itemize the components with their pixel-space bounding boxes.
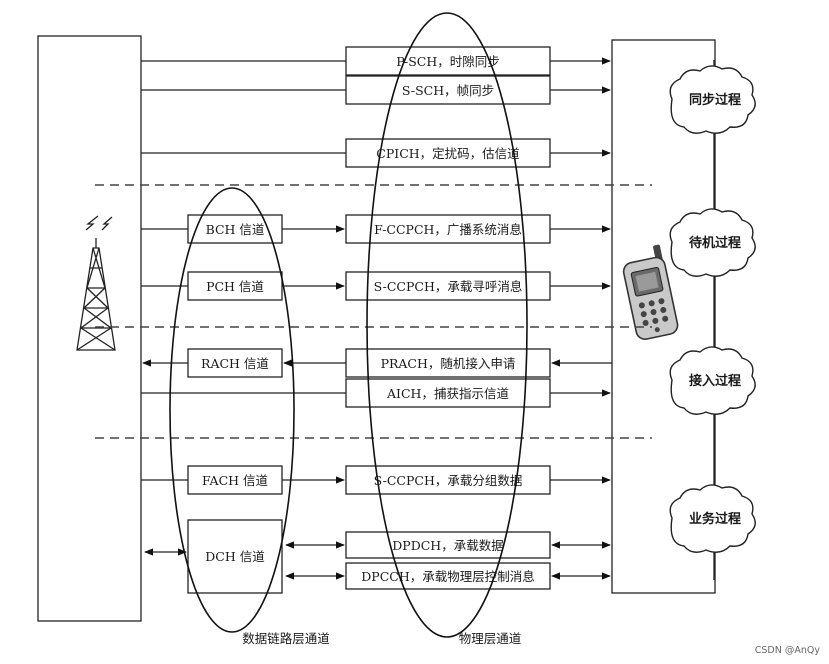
transport-channel-label: BCH 信道 — [206, 222, 265, 237]
physical-channel-label: S-CCPCH，承载分组数据 — [374, 473, 523, 488]
transport-channel-label: FACH 信道 — [202, 473, 269, 488]
transport-channel-bch: BCH 信道 — [187, 214, 283, 244]
process-label: 业务过程 — [689, 511, 741, 527]
datalink-layer-ellipse — [169, 187, 295, 633]
physical-channel-label: CPICH，定扰码，估信道 — [376, 146, 520, 161]
process-label: 接入过程 — [689, 373, 741, 389]
physical-channel-label: P-SCH，时隙同步 — [396, 54, 499, 69]
process-cloud-idle: 待机过程 — [669, 208, 756, 277]
transport-channel-pch: PCH 信道 — [187, 271, 283, 301]
physical-channel-label: S-SCH，帧同步 — [402, 83, 494, 98]
physical-channel-label: AICH，捕获指示信道 — [386, 386, 509, 401]
transport-channel-dch: DCH 信道 — [187, 519, 283, 594]
physical-channel-label: DPCCH，承载物理层控制消息 — [361, 569, 534, 584]
physical-channel-prach: PRACH，随机接入申请 — [345, 348, 551, 378]
physical-channel-psch: P-SCH，时隙同步 — [345, 46, 551, 76]
process-cloud-sync: 同步过程 — [669, 65, 756, 134]
transport-channel-label: RACH 信道 — [201, 356, 269, 371]
transport-channel-fach: FACH 信道 — [187, 465, 283, 495]
mobile-phone-icon — [622, 244, 679, 341]
process-label: 同步过程 — [689, 92, 741, 108]
physical-channel-cpich: CPICH，定扰码，估信道 — [345, 138, 551, 168]
transport-channel-label: PCH 信道 — [206, 279, 264, 294]
physical-channel-label: S-CCPCH，承载寻呼消息 — [374, 279, 523, 294]
physical-channel-dpcch: DPCCH，承载物理层控制消息 — [345, 562, 551, 590]
watermark-text: CSDN @AnQy — [755, 645, 821, 656]
physical-channel-aich: AICH，捕获指示信道 — [345, 378, 551, 408]
cell-tower-icon — [76, 215, 116, 351]
connector-arrows — [141, 57, 612, 580]
process-cloud-access: 接入过程 — [669, 346, 756, 415]
transport-channel-rach: RACH 信道 — [187, 348, 283, 378]
physical-layer-ellipse — [366, 12, 528, 638]
physical-channel-ssch: S-SCH，帧同步 — [345, 75, 551, 105]
datalink-layer-caption: 数据链路层通道 — [242, 631, 330, 646]
physical-channel-dpdch: DPDCH，承载数据 — [345, 531, 551, 559]
process-cloud-service: 业务过程 — [669, 484, 756, 553]
physical-channel-label: DPDCH，承载数据 — [392, 538, 503, 553]
physical-channel-sccpch-paging: S-CCPCH，承载寻呼消息 — [345, 271, 551, 301]
process-label: 待机过程 — [688, 235, 741, 251]
physical-channel-label: F-CCPCH，广播系统消息 — [374, 222, 522, 237]
physical-channel-fccpch: F-CCPCH，广播系统消息 — [345, 214, 551, 244]
transport-channel-label: DCH 信道 — [205, 549, 265, 564]
physical-channel-label: PRACH，随机接入申请 — [381, 356, 516, 371]
physical-layer-caption: 物理层通道 — [459, 631, 522, 646]
